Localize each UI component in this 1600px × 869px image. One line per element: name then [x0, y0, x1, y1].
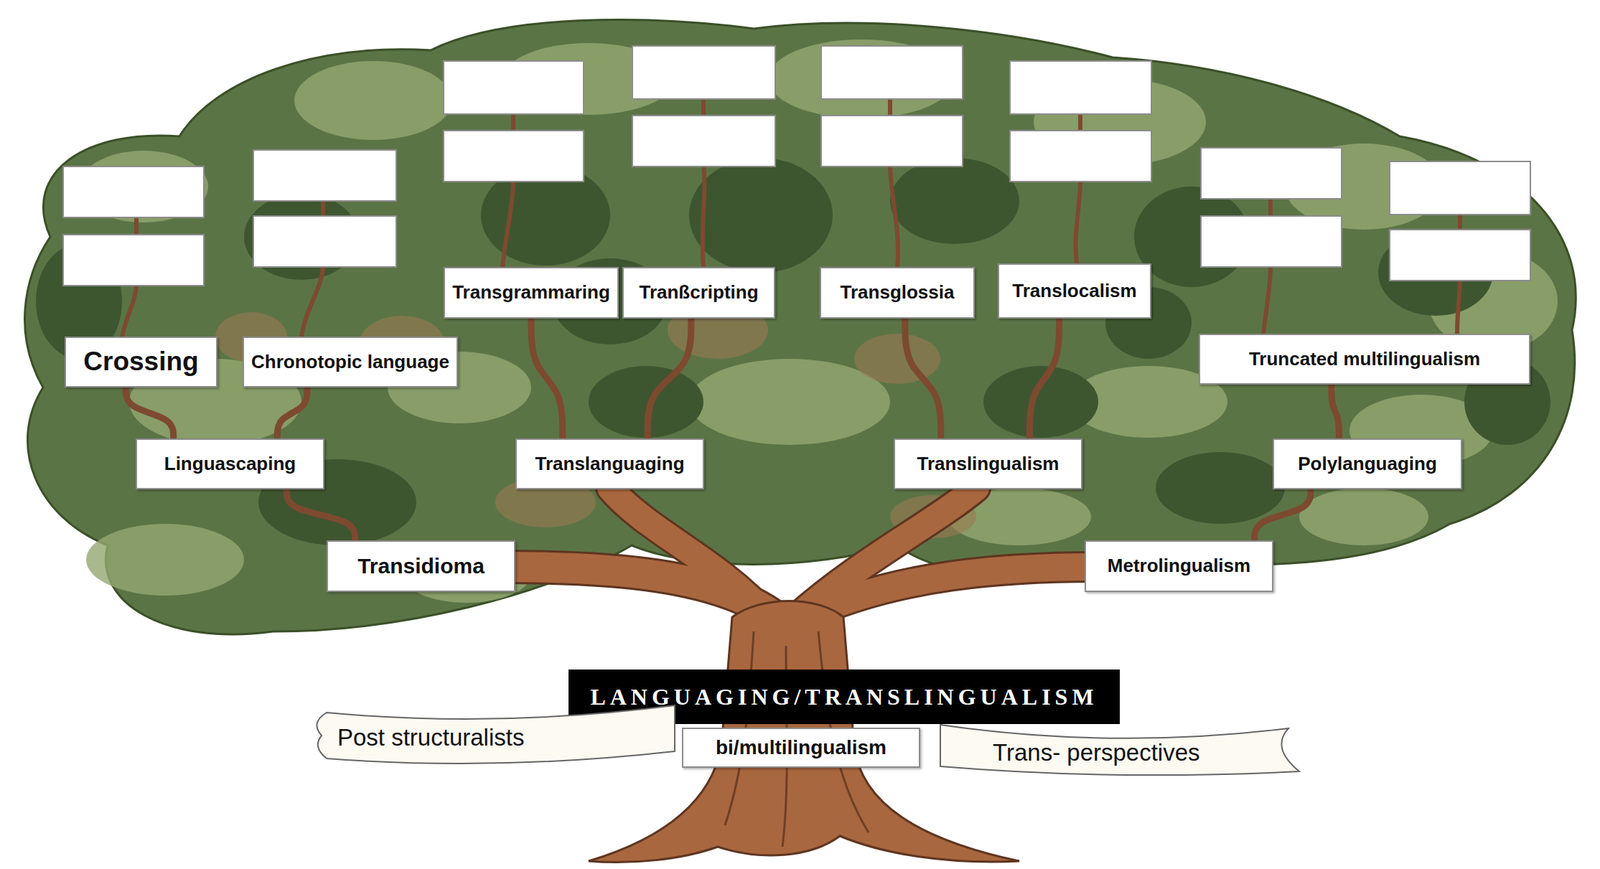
- term-box: Polylanguaging: [1272, 438, 1463, 490]
- tree-crown: [25, 20, 1577, 635]
- term-label: Crossing: [83, 346, 199, 378]
- term-label: Translingualism: [917, 453, 1060, 476]
- leaf-cluster: [689, 358, 891, 446]
- ribbon-outline: [316, 705, 675, 764]
- term-box: Crossing: [64, 336, 218, 388]
- term-box: Translanguaging: [515, 438, 705, 490]
- leaf-cluster: [1299, 488, 1429, 546]
- empty-box: [632, 115, 776, 167]
- term-label: Polylanguaging: [1297, 453, 1438, 476]
- empty-box: [821, 45, 963, 100]
- leaf-shadow: [983, 366, 1099, 438]
- twig: [887, 97, 893, 117]
- empty-box: [632, 45, 776, 100]
- term-label: Post structuralists: [337, 724, 525, 752]
- twig: [1078, 112, 1083, 132]
- term-label: Tranßcripting: [638, 282, 759, 304]
- leaf-cluster: [86, 524, 245, 596]
- leaf-autumn: [854, 333, 941, 385]
- base-box: bi/multilingualism: [681, 727, 921, 769]
- limb: [803, 567, 1099, 618]
- leaf-shadow: [1155, 452, 1285, 525]
- twig: [122, 283, 137, 338]
- branch-connector: [1029, 318, 1059, 439]
- term-label: Transgrammaring: [452, 282, 611, 304]
- term-box: Tranßcripting: [622, 267, 776, 319]
- empty-box: [821, 115, 963, 167]
- empty-boxes: [63, 45, 1531, 286]
- empty-box: [443, 61, 584, 115]
- foliage: [35, 39, 1558, 603]
- term-label: Linguascaping: [164, 453, 296, 476]
- empty-box: [1200, 216, 1342, 268]
- empty-box: [253, 216, 397, 268]
- leaf-shadow: [890, 157, 1020, 245]
- twig: [702, 165, 705, 268]
- twigs: [122, 97, 1461, 338]
- term-label: Truncated multilingualism: [1248, 348, 1481, 371]
- term-box: Translocalism: [997, 263, 1152, 319]
- twig: [134, 215, 139, 237]
- term-label: Chronotopic language: [251, 351, 450, 374]
- empty-box: [63, 234, 204, 286]
- twig: [1457, 279, 1461, 335]
- limb-outline: [610, 488, 769, 618]
- branch-group: [125, 318, 1339, 541]
- term-box: Metrolingualism: [1084, 540, 1274, 593]
- term-box: Chronotopic language: [242, 336, 458, 388]
- twig: [890, 165, 898, 268]
- term-box: Transglossia: [819, 267, 975, 319]
- twig: [1457, 213, 1463, 231]
- empty-box: [443, 130, 584, 182]
- term-label: Transidioma: [357, 554, 485, 580]
- twig: [1075, 179, 1081, 265]
- empty-box: [1200, 147, 1342, 199]
- twig: [1268, 197, 1273, 217]
- term-label: Translanguaging: [534, 453, 685, 476]
- branch-connector: [1254, 489, 1311, 541]
- term-label: Trans- perspectives: [992, 739, 1201, 767]
- twig: [320, 199, 326, 216]
- branch-connector: [286, 489, 355, 541]
- empty-box: [1009, 61, 1152, 115]
- term-label: Translocalism: [1012, 280, 1137, 303]
- branch-connector: [647, 318, 692, 439]
- term-label: Transglossia: [840, 282, 955, 304]
- twig: [1263, 265, 1271, 335]
- twig: [502, 179, 514, 268]
- empty-box: [63, 166, 204, 218]
- limb: [610, 488, 769, 618]
- term-box: Truncated multilingualism: [1198, 333, 1531, 385]
- ribbon-outline: [940, 724, 1300, 776]
- empty-box: [1389, 161, 1531, 215]
- branch-connector: [277, 387, 308, 439]
- term-label: bi/multilingualism: [715, 736, 887, 760]
- branch-connector: [905, 318, 942, 439]
- leaf-cluster: [294, 61, 453, 140]
- twig: [301, 265, 324, 338]
- branch-connector: [1331, 384, 1340, 439]
- ribbon-banner: Post structuralists: [308, 699, 682, 772]
- twig: [511, 112, 516, 132]
- empty-box: [1009, 130, 1152, 182]
- branch-connector: [125, 387, 173, 439]
- term-box: Transgrammaring: [443, 267, 619, 319]
- leaf-shadow: [689, 157, 833, 273]
- tree-limbs: [502, 488, 1099, 618]
- twig: [701, 97, 706, 117]
- branch-connector: [531, 318, 563, 439]
- term-box: Translingualism: [893, 438, 1083, 490]
- term-box: Linguascaping: [135, 438, 325, 490]
- term-label: Metrolingualism: [1107, 555, 1251, 578]
- term-box: Transidioma: [326, 540, 516, 593]
- empty-box: [1389, 229, 1531, 281]
- empty-box: [253, 150, 397, 201]
- ribbon-banner: Trans- perspectives: [933, 710, 1307, 783]
